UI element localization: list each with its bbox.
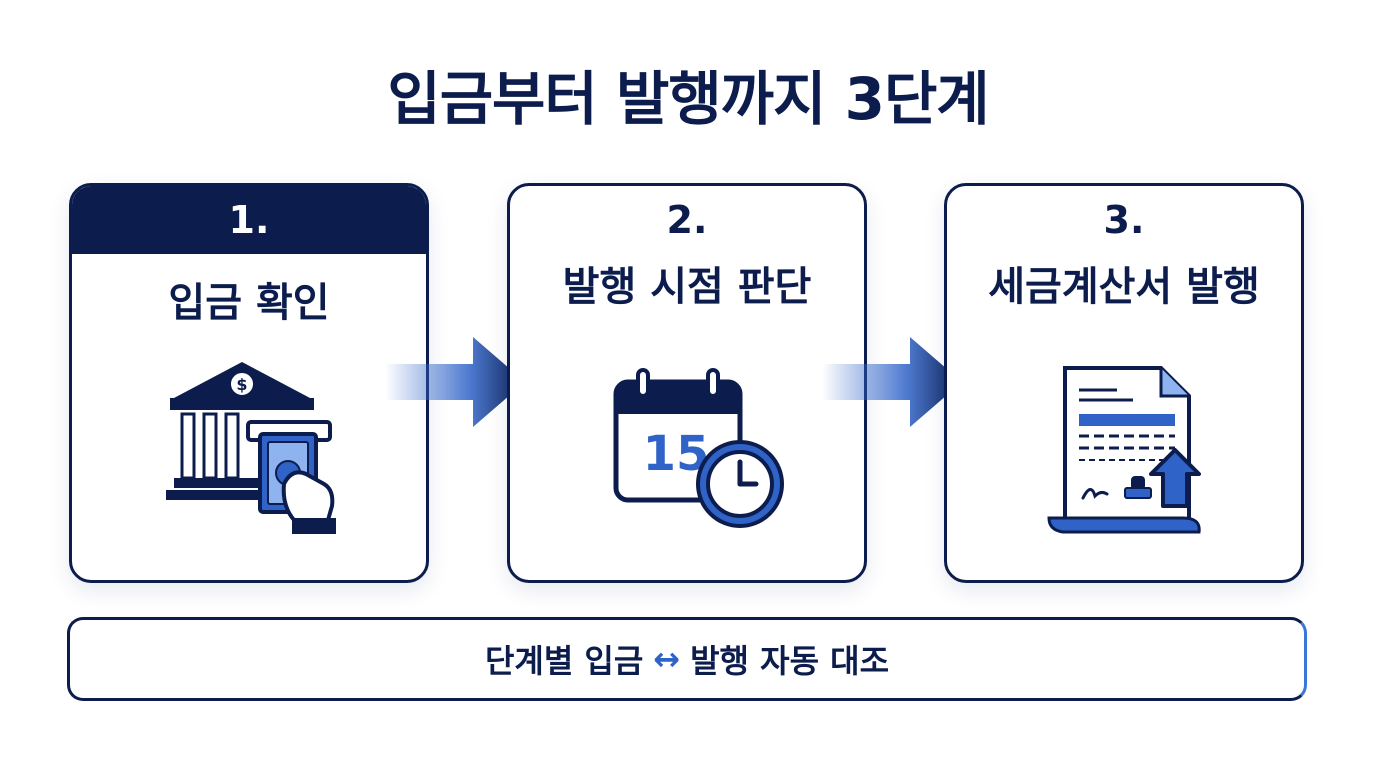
svg-text:$: $ (236, 375, 247, 394)
step-card-1: 1. 입금 확인 $ (69, 183, 429, 583)
step-label-1: 입금 확인 (168, 280, 330, 326)
arrow-right-icon (822, 337, 962, 427)
step-card-3: 3. 세금계산서 발행 (944, 183, 1304, 583)
reconciliation-bar: 단계별 입금 ↔ 발행 자동 대조 (67, 617, 1307, 701)
step-number-3: 3. (1103, 198, 1145, 242)
step-number-1: 1. (72, 186, 426, 254)
reconciliation-right: 발행 자동 대조 (690, 642, 890, 680)
page-title: 입금부터 발행까지 3단계 (387, 65, 989, 133)
bidirectional-arrow-icon: ↔ (653, 640, 681, 678)
step-label-3: 세금계산서 발행 (988, 264, 1260, 310)
arrow-right-icon (385, 337, 525, 427)
step-card-2: 2. 발행 시점 판단 15 (507, 183, 867, 583)
step-number-2: 2. (666, 198, 708, 242)
reconciliation-left: 단계별 입금 (484, 642, 644, 680)
calendar-clock-icon: 15 (613, 368, 784, 528)
tax-invoice-issue-icon (1047, 366, 1201, 534)
bank-payment-icon: $ (166, 362, 336, 534)
step-label-2: 발행 시점 판단 (562, 264, 812, 310)
